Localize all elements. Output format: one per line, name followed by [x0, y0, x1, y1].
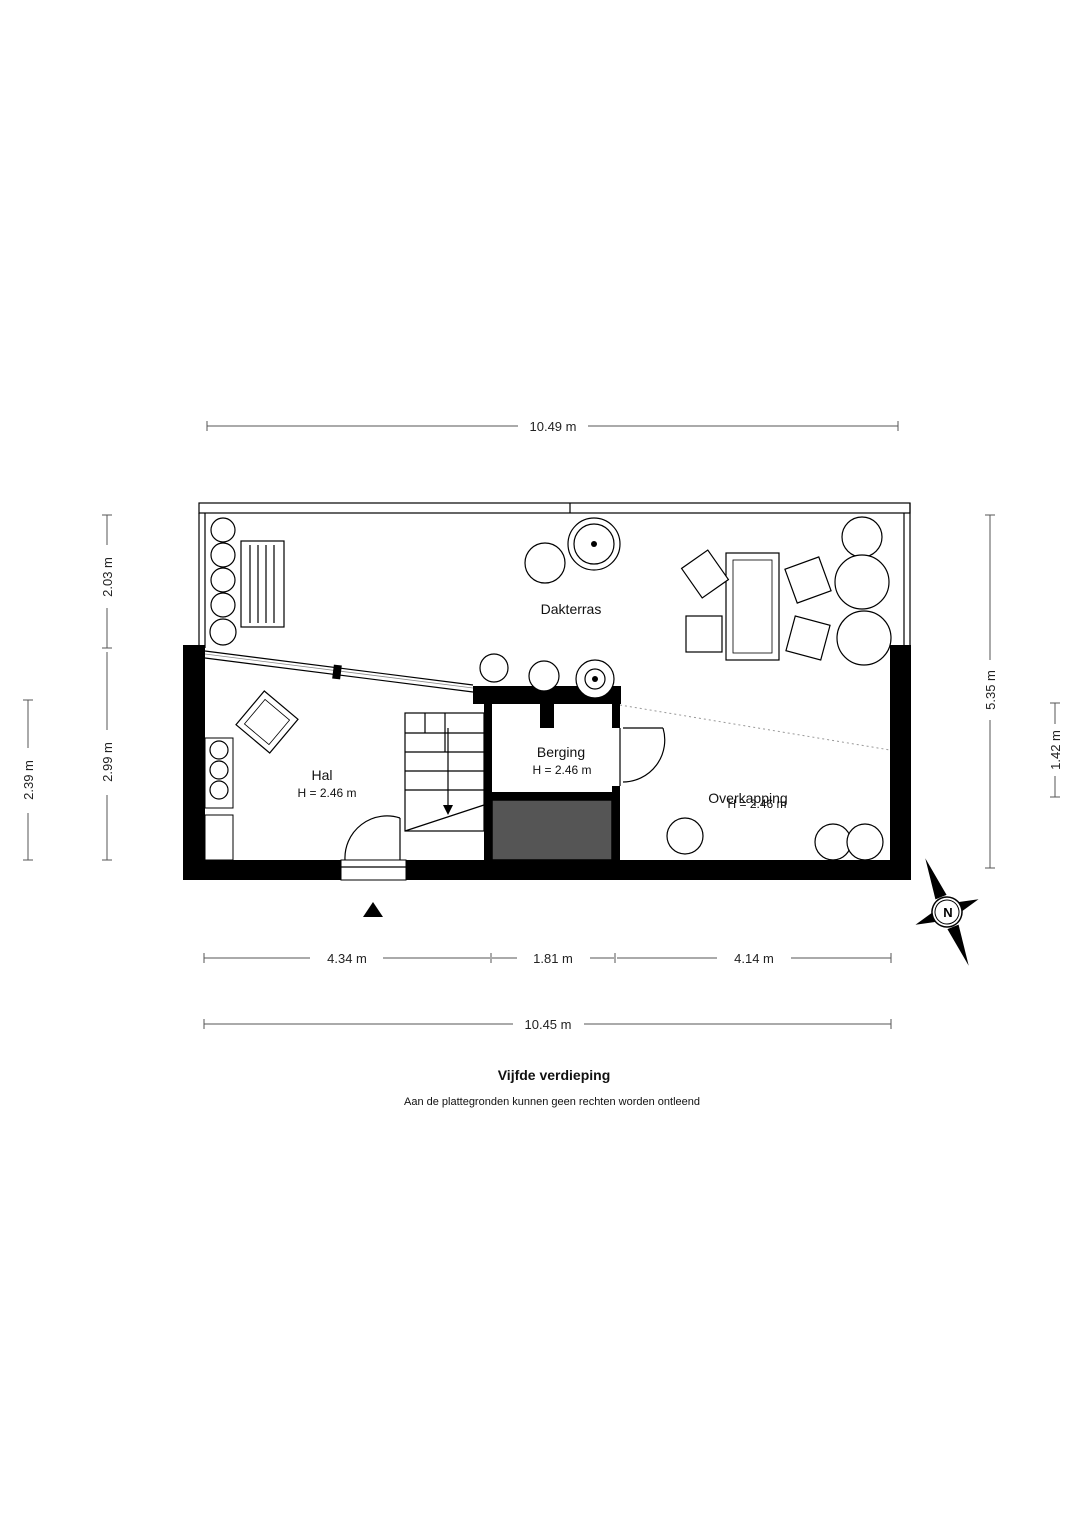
- dimension-label: 10.49 m: [530, 419, 577, 434]
- staircase[interactable]: [404, 712, 485, 832]
- dimension-label: 5.35 m: [983, 670, 998, 710]
- dimension-label: 4.34 m: [327, 951, 367, 966]
- terrace-planter-left: [209, 517, 237, 646]
- dimension-left-inner-top: 2.03 m: [100, 514, 115, 649]
- dimension-right-outer: 1.42 m: [1048, 702, 1063, 798]
- dimension-label: 2.99 m: [100, 742, 115, 782]
- dimension-label: 1.81 m: [533, 951, 573, 966]
- walls: [183, 645, 911, 880]
- hal-table: [235, 690, 299, 754]
- terrace-chairs: [680, 549, 832, 661]
- room-height-berging: H = 2.46 m: [532, 763, 591, 777]
- terrace-bench: [240, 540, 285, 628]
- compass-north-label: N: [943, 905, 952, 920]
- shaft-area: [491, 799, 613, 861]
- dimension-label: 1.42 m: [1048, 730, 1063, 770]
- dining-table: [725, 552, 780, 661]
- disclaimer-text: Aan de plattegronden kunnen geen rechten…: [404, 1096, 700, 1108]
- dimension-right-inner: 5.35 m: [983, 514, 998, 869]
- terrace-plants: [479, 516, 892, 699]
- dimension-label: 10.45 m: [525, 1017, 572, 1032]
- berging-door[interactable]: [619, 727, 666, 786]
- compass: [915, 858, 979, 966]
- dimension-label: 4.14 m: [734, 951, 774, 966]
- dimension-label: 2.39 m: [21, 760, 36, 800]
- dimension-bottom-segments: 4.34 m 1.81 m 4.14 m: [203, 951, 892, 966]
- dimension-label: 2.03 m: [100, 557, 115, 597]
- entrance-marker-icon: [363, 902, 383, 917]
- room-name-dakterras: Dakterras: [541, 601, 602, 617]
- stair-arrow-icon: [443, 805, 453, 815]
- room-name-berging: Berging: [537, 744, 585, 760]
- room-height-hal: H = 2.46 m: [297, 786, 356, 800]
- dimension-bottom-total: 10.45 m: [203, 1017, 892, 1032]
- overkapping-plants: [666, 817, 884, 861]
- dimension-left-outer: 2.39 m: [21, 699, 36, 861]
- room-name-overkapping: Overkapping: [708, 790, 787, 806]
- entrance-door[interactable]: [340, 815, 407, 881]
- dimension-top-total: 10.49 m: [206, 419, 899, 434]
- room-name-hal: Hal: [311, 767, 332, 783]
- floor-title: Vijfde verdieping: [498, 1067, 611, 1083]
- terrace-outline: [198, 502, 911, 650]
- dimension-left-inner-bottom: 2.99 m: [100, 652, 115, 861]
- room-height-overkapping: H = 2.46 m: [727, 797, 786, 811]
- diagonal-facade: [204, 650, 891, 751]
- hal-plant-shelf: [204, 737, 234, 861]
